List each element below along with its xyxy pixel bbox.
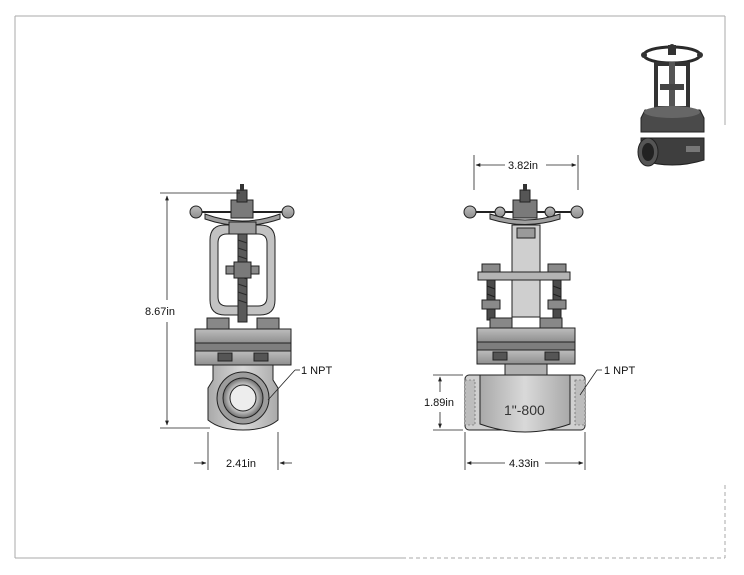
side-port-label: 1 NPT <box>604 365 635 377</box>
gate-valve-side-drawing: 1"-800 3.82in 1.89in 4.33in 1 N <box>424 155 635 470</box>
dim-handwheel-width <box>473 155 579 190</box>
bonnet-front <box>194 317 292 366</box>
side-body-width-label: 4.33in <box>509 458 539 470</box>
body-marking: 1"-800 <box>504 402 545 418</box>
handwheel-side <box>463 184 584 225</box>
dim-body-width <box>464 432 586 470</box>
front-port-label: 1 NPT <box>301 365 332 377</box>
yoke-front <box>209 221 276 323</box>
dim-overall-height <box>160 192 240 429</box>
gate-valve-isometric-icon <box>637 44 705 167</box>
bonnet-side <box>476 327 576 365</box>
sheet-border <box>14 15 726 559</box>
dim-body-height <box>433 374 463 431</box>
body-side: 1"-800 <box>464 363 586 433</box>
front-width-label: 2.41in <box>226 458 256 470</box>
yoke-side <box>477 224 571 329</box>
body-front <box>207 364 279 431</box>
side-handwheel-label: 3.82in <box>508 160 538 172</box>
side-body-height-label: 1.89in <box>424 397 454 409</box>
handwheel-front <box>189 184 295 226</box>
gate-valve-front-drawing: 8.67in 2.41in 1 NPT <box>145 184 332 470</box>
front-height-label: 8.67in <box>145 306 175 318</box>
dim-front-width <box>194 432 292 470</box>
